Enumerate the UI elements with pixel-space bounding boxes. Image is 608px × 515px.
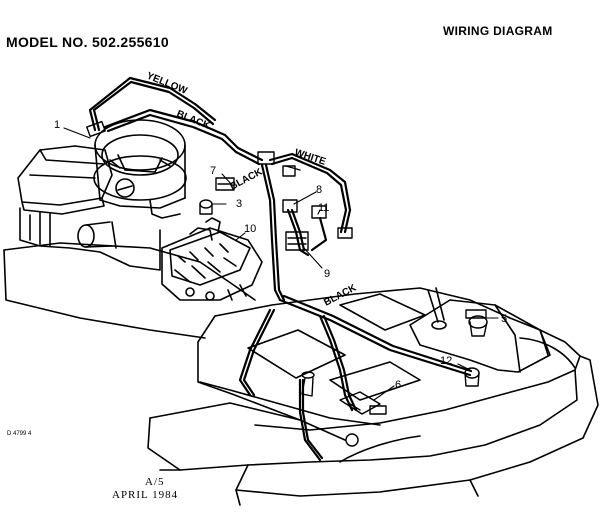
callout-11: 11 [318, 202, 329, 214]
transmission [161, 217, 263, 301]
callout-12: 12 [440, 355, 452, 367]
callout-3: 3 [236, 198, 242, 210]
wire-label-black-2: BLACK [228, 166, 265, 193]
engine [17, 119, 187, 271]
callout-7: 7 [210, 165, 216, 177]
callout-10: 10 [244, 223, 256, 235]
model-number: MODEL NO. 502.255610 [6, 34, 169, 50]
tractor-body [3, 242, 599, 506]
callout-5: 5 [501, 313, 507, 325]
components [86, 120, 488, 447]
drawing-number: D 4799 4 [7, 431, 32, 437]
callout-6: 6 [395, 379, 401, 391]
revision-code: A/5 [145, 476, 165, 488]
wiring-harness [88, 76, 473, 462]
diagram-title: WIRING DIAGRAM [443, 24, 553, 38]
callout-8: 8 [316, 184, 322, 196]
callout-9: 9 [324, 268, 330, 280]
leader-lines [63, 127, 499, 401]
callout-1: 1 [54, 119, 60, 131]
revision-date: APRIL 1984 [112, 489, 179, 501]
